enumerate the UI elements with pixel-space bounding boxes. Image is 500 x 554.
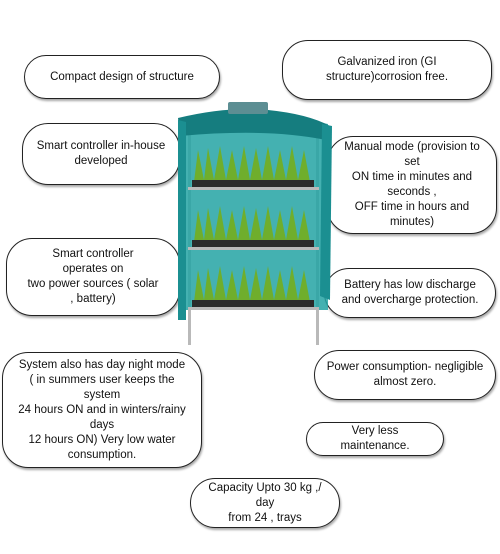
feature-power-consumption: Power consumption- negligible almost zer… — [314, 350, 496, 400]
shelf-middle — [188, 206, 319, 250]
feature-smart-controller: Smart controller in-house developed — [22, 123, 180, 185]
feature-compact-design: Compact design of structure — [24, 55, 220, 99]
rack-cover-top — [178, 109, 330, 140]
shelf-bar-1 — [188, 187, 319, 190]
feature-capacity: Capacity Upto 30 kg ,/ day from 24 , tra… — [190, 478, 340, 528]
rack-top-vent — [228, 102, 268, 114]
feature-compact-design-text: Compact design of structure — [50, 70, 194, 83]
rack-cover-left-flap — [178, 120, 186, 320]
feature-battery-protection-text: Battery has low discharge and overcharge… — [341, 279, 479, 306]
feature-power-sources-text: Smart controller operates on two power s… — [27, 248, 159, 305]
feature-capacity-text: Capacity Upto 30 kg ,/ day from 24 , tra… — [208, 481, 322, 524]
feature-power-sources: Smart controller operates on two power s… — [6, 238, 180, 316]
feature-manual-mode-text: Manual mode (provision to set ON time in… — [344, 141, 480, 228]
shelf-bar-3 — [188, 307, 319, 310]
feature-manual-mode: Manual mode (provision to set ON time in… — [327, 136, 497, 234]
feature-day-night-mode-text: System also has day night mode ( in summ… — [18, 358, 186, 461]
tray-tier-3 — [192, 300, 314, 307]
feature-galvanized-iron-text: Galvanized iron (GI structure)corrosion … — [325, 56, 449, 83]
feature-power-consumption-text: Power consumption- negligible almost zer… — [326, 361, 484, 388]
shelf-top — [188, 146, 319, 190]
fodder-rack-illustration — [178, 102, 332, 345]
grass-tier-3 — [194, 266, 310, 302]
feature-low-maintenance: Very less maintenance. — [306, 422, 444, 456]
feature-low-maintenance-text: Very less maintenance. — [340, 425, 410, 452]
grass-tier-1 — [194, 146, 310, 182]
shelf-bar-2 — [188, 247, 319, 250]
shelf-bottom — [188, 266, 319, 310]
tray-tier-1 — [192, 180, 314, 187]
tray-tier-2 — [192, 240, 314, 247]
feature-galvanized-iron: Galvanized iron (GI structure)corrosion … — [282, 40, 492, 100]
grass-tier-2 — [194, 206, 310, 242]
feature-battery-protection: Battery has low discharge and overcharge… — [324, 268, 496, 318]
rack-cover-right-flap — [320, 124, 332, 300]
feature-day-night-mode: System also has day night mode ( in summ… — [2, 352, 202, 468]
feature-smart-controller-text: Smart controller in-house developed — [36, 140, 166, 167]
